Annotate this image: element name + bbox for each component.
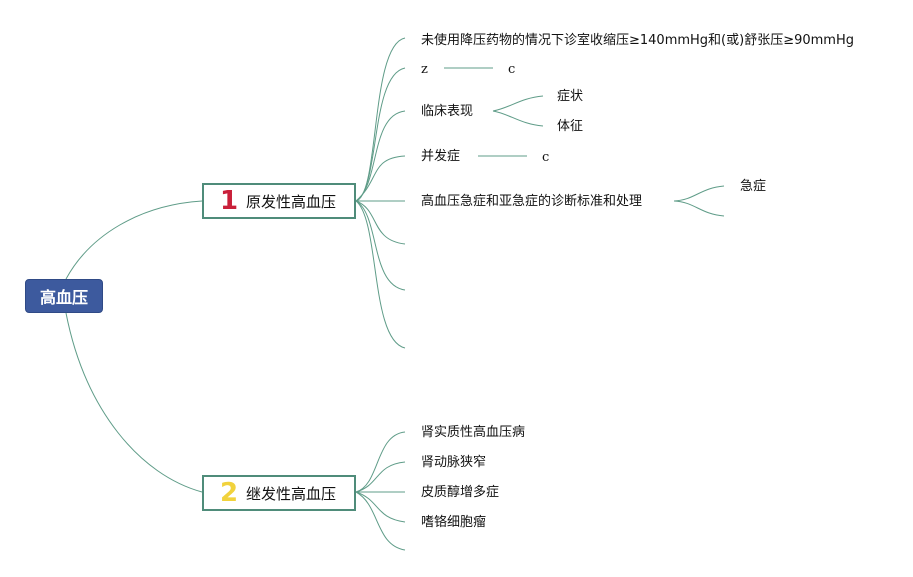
branch-label: 继发性高血压 xyxy=(246,484,337,503)
node-symptom[interactable]: 症状 xyxy=(557,89,584,104)
node-renal-parenchymal[interactable]: 肾实质性高血压病 xyxy=(421,425,526,440)
link-b2-child-1 xyxy=(355,431,406,493)
link-root-branch-1 xyxy=(65,200,203,280)
link-b2-child-4 xyxy=(355,491,406,523)
branch-number-badge: 2 xyxy=(220,478,239,508)
node-pheochromocytoma[interactable]: 嗜铬细胞瘤 xyxy=(421,515,487,530)
link-b1-child-4 xyxy=(355,155,406,202)
link-emergency-1 xyxy=(673,185,725,202)
node-complication-tail[interactable]: c xyxy=(542,150,550,165)
node-cushing[interactable]: 皮质醇增多症 xyxy=(421,485,500,500)
node-diagnostic-criteria[interactable]: 未使用降压药物的情况下诊室收缩压≥140mmHg和(或)舒张压≥90mmHg xyxy=(421,33,854,48)
node-clinical-manifestation[interactable]: 临床表现 xyxy=(421,104,474,119)
branch-number-badge: 1 xyxy=(220,186,239,216)
link-b1-child-1 xyxy=(355,37,406,202)
link-b2-child-5 xyxy=(355,491,406,551)
node-z-tail[interactable]: c xyxy=(508,62,516,77)
node-emergency[interactable]: 急症 xyxy=(740,179,767,194)
branch-label: 原发性高血压 xyxy=(246,192,337,211)
branch-primary-hypertension[interactable]: 1 原发性高血压 xyxy=(202,183,356,219)
node-hypertensive-emergency[interactable]: 高血压急症和亚急症的诊断标准和处理 xyxy=(421,194,643,209)
node-renal-artery-stenosis[interactable]: 肾动脉狭窄 xyxy=(421,455,487,470)
link-clinical-symptom xyxy=(492,95,544,112)
link-root-branch-2 xyxy=(65,312,203,493)
root-label: 高血压 xyxy=(39,288,88,307)
branch-secondary-hypertension[interactable]: 2 继发性高血压 xyxy=(202,475,356,511)
root-node[interactable]: 高血压 xyxy=(25,279,103,313)
link-b2-child-2 xyxy=(355,461,406,493)
link-b1-child-8 xyxy=(355,200,406,349)
link-emergency-2 xyxy=(673,200,725,217)
link-b1-child-7 xyxy=(355,200,406,291)
link-clinical-sign xyxy=(492,110,544,127)
link-b1-child-6 xyxy=(355,200,406,245)
link-b1-child-2 xyxy=(355,67,406,202)
link-b1-child-3 xyxy=(355,110,406,202)
node-complication[interactable]: 并发症 xyxy=(421,149,461,164)
node-z[interactable]: z xyxy=(421,62,428,77)
node-sign[interactable]: 体征 xyxy=(557,119,584,134)
